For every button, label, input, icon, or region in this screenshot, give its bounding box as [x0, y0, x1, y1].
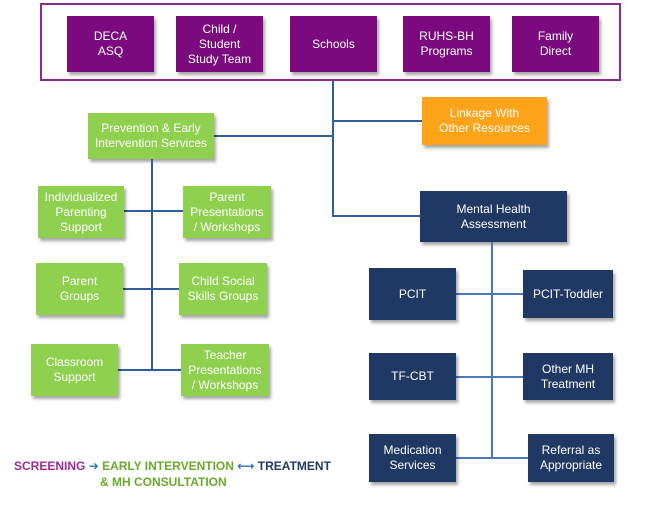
box-linkage-other-resources: Linkage With Other Resources — [422, 97, 547, 145]
connector-linkage — [332, 120, 422, 122]
mh-row3-connector — [456, 457, 528, 459]
screening-sources-frame — [40, 3, 621, 81]
box-tf-cbt: TF-CBT — [369, 353, 456, 400]
box-referral-as-appropriate: Referral as Appropriate — [528, 434, 614, 482]
mh-row1-connector — [456, 293, 523, 295]
box-parent-presentations-workshops: Parent Presentations / Workshops — [183, 186, 271, 238]
prevention-row2-connector — [123, 288, 183, 290]
box-child-social-skills-groups: Child Social Skills Groups — [179, 263, 267, 315]
box-prevention-early-intervention: Prevention & Early Intervention Services — [88, 113, 214, 159]
connector-prevention — [214, 135, 334, 137]
mh-row2-connector — [456, 376, 523, 378]
box-schools: Schools — [290, 16, 377, 72]
right-arrow-icon: ➔ — [88, 459, 99, 473]
pathway-legend: SCREENING ➔ EARLY INTERVENTION ⟷ TREATME… — [14, 458, 354, 490]
legend-screening: SCREENING — [14, 459, 86, 473]
prevention-row1-connector — [123, 210, 183, 212]
box-pcit-toddler: PCIT-Toddler — [523, 270, 613, 318]
box-parent-groups: Parent Groups — [36, 263, 123, 315]
legend-early-intervention: EARLY INTERVENTION — [102, 459, 234, 473]
box-other-mh-treatment: Other MH Treatment — [523, 353, 613, 400]
legend-treatment: TREATMENT — [257, 459, 331, 473]
mental-health-spine — [491, 242, 493, 459]
connector-mental-health — [332, 215, 420, 217]
box-ruhs-bh-programs: RUHS-BH Programs — [403, 16, 490, 72]
prevention-spine — [151, 159, 153, 371]
double-arrow-icon: ⟷ — [237, 459, 255, 473]
box-deca-asq: DECA ASQ — [67, 16, 154, 72]
box-child-student-study-team: Child / Student Study Team — [176, 16, 263, 72]
box-classroom-support: Classroom Support — [31, 344, 118, 396]
box-teacher-presentations-workshops: Teacher Presentations / Workshops — [181, 344, 269, 396]
box-family-direct: Family Direct — [512, 16, 599, 72]
prevention-row3-connector — [118, 369, 181, 371]
box-pcit: PCIT — [369, 268, 456, 320]
legend-mh-consultation: & MH CONSULTATION — [100, 475, 227, 489]
box-medication-services: Medication Services — [369, 434, 456, 482]
trunk-connector — [332, 81, 334, 217]
box-individualized-parenting-support: Individualized Parenting Support — [38, 186, 124, 238]
box-mental-health-assessment: Mental Health Assessment — [420, 191, 567, 242]
